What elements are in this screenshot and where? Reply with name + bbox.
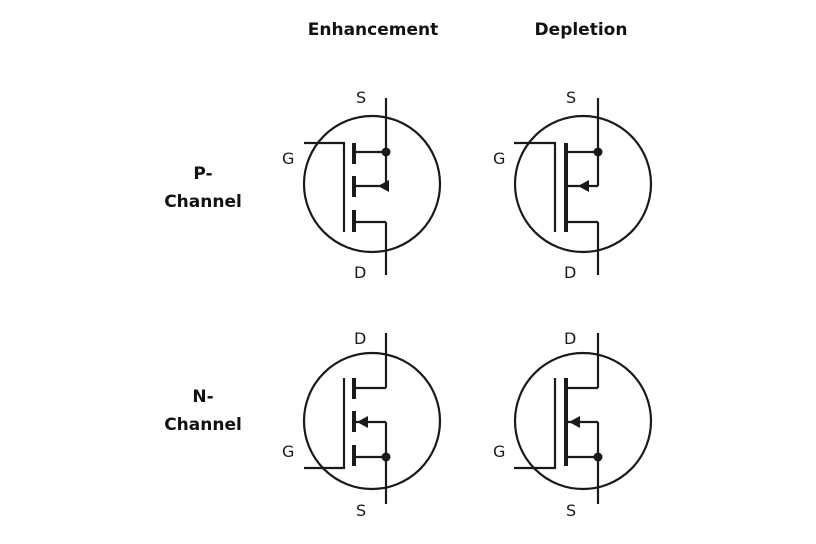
row-heading-p-line2: Channel: [164, 192, 242, 212]
device-circle: [302, 114, 442, 254]
pin-label-gate: G: [493, 149, 505, 168]
device-circle: [302, 351, 442, 491]
pin-label-gate: G: [282, 149, 294, 168]
arrow-outward: [378, 180, 389, 192]
row-heading-p-channel: P- Channel: [148, 160, 258, 216]
row-heading-n-channel: N- Channel: [148, 383, 258, 439]
junction-dot: [593, 452, 603, 462]
pin-label-gate: G: [282, 442, 294, 461]
arrow-inward: [357, 416, 368, 428]
pin-label-drain: D: [354, 263, 366, 282]
pin-label-drain: D: [564, 329, 576, 348]
symbol-n-enhancement: [302, 333, 442, 504]
pin-label-source: S: [566, 88, 576, 107]
row-heading-n-line1: N-: [192, 387, 214, 407]
pin-label-drain: D: [354, 329, 366, 348]
arrow-inward: [569, 416, 580, 428]
pin-label-drain: D: [564, 263, 576, 282]
gate-lead: [304, 378, 346, 470]
symbol-p-enhancement: [302, 98, 442, 275]
row-heading-n-line2: Channel: [164, 415, 242, 435]
symbol-p-depletion: [513, 98, 653, 275]
device-circle: [513, 114, 653, 254]
pin-label-source: S: [566, 501, 576, 520]
gate-lead: [514, 378, 557, 470]
gate-lead: [304, 141, 346, 232]
arrow-outward: [578, 180, 589, 192]
symbol-n-depletion: [513, 333, 653, 504]
junction-dot: [593, 147, 603, 157]
device-circle: [513, 351, 653, 491]
column-heading-enhancement: Enhancement: [307, 20, 439, 40]
pin-label-source: S: [356, 501, 366, 520]
junction-dot: [381, 452, 391, 462]
pin-label-gate: G: [493, 442, 505, 461]
junction-dot: [381, 147, 391, 157]
gate-lead: [514, 141, 557, 232]
column-heading-depletion: Depletion: [534, 20, 628, 40]
row-heading-p-line1: P-: [193, 164, 213, 184]
pin-label-source: S: [356, 88, 366, 107]
